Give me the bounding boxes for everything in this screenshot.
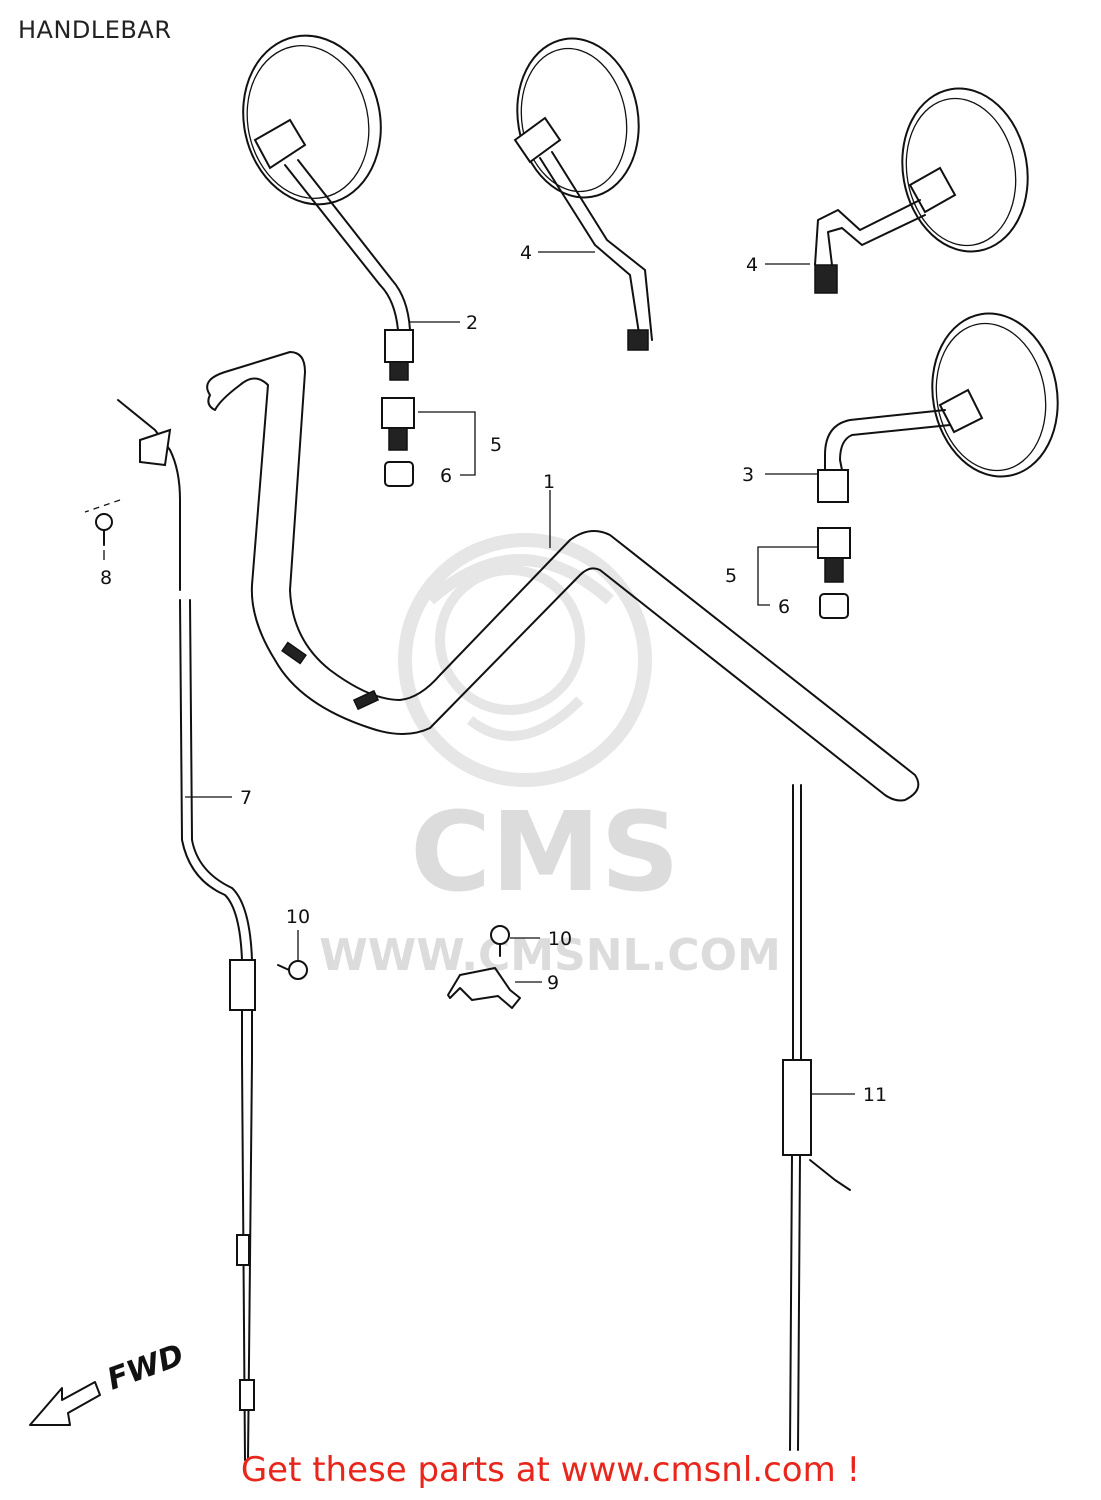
callout-5-right: 5	[725, 565, 737, 587]
leader-lines	[84, 251, 855, 1095]
page-title: HANDLEBAR	[18, 16, 172, 44]
callout-3: 3	[742, 464, 754, 486]
adapter-part-5-left	[381, 397, 415, 487]
forward-direction-arrow: FWD	[29, 1338, 189, 1426]
callout-6-left: 6	[440, 465, 452, 487]
footer-link[interactable]: Get these parts at www.cmsnl.com !	[240, 1450, 861, 1490]
handlebar-part-1	[206, 351, 920, 802]
mirror-part-4-right	[814, 87, 1029, 294]
adapter-part-5-right	[817, 527, 851, 619]
mirror-part-2	[242, 34, 414, 381]
callout-10-left: 10	[286, 906, 310, 928]
watermark-logo-text: CMS	[410, 788, 679, 916]
screw-part-10-right	[490, 925, 510, 957]
cms-watermark: CMS WWW.CMSNL.COM	[319, 533, 781, 981]
callout-5-left: 5	[490, 434, 502, 456]
mirror-part-4-middle	[513, 37, 653, 351]
screw-part-8	[95, 513, 113, 546]
screw-part-10-left	[277, 960, 308, 980]
fwd-label: FWD	[103, 1338, 189, 1398]
mirror-part-3	[817, 312, 1059, 503]
clamp-part-9	[447, 967, 521, 1009]
cable-part-11	[782, 784, 851, 1451]
callout-10-right: 10	[548, 928, 572, 950]
cable-part-7	[117, 399, 256, 1461]
callout-6-right: 6	[778, 596, 790, 618]
callout-4-right: 4	[746, 254, 758, 276]
callout-11: 11	[863, 1084, 887, 1106]
callout-9: 9	[547, 972, 559, 994]
callout-4-middle: 4	[520, 242, 532, 264]
watermark-url-text: WWW.CMSNL.COM	[319, 930, 781, 981]
callout-2: 2	[466, 312, 478, 334]
callout-1: 1	[543, 471, 555, 493]
callout-8: 8	[100, 567, 112, 589]
callout-7: 7	[240, 787, 252, 809]
